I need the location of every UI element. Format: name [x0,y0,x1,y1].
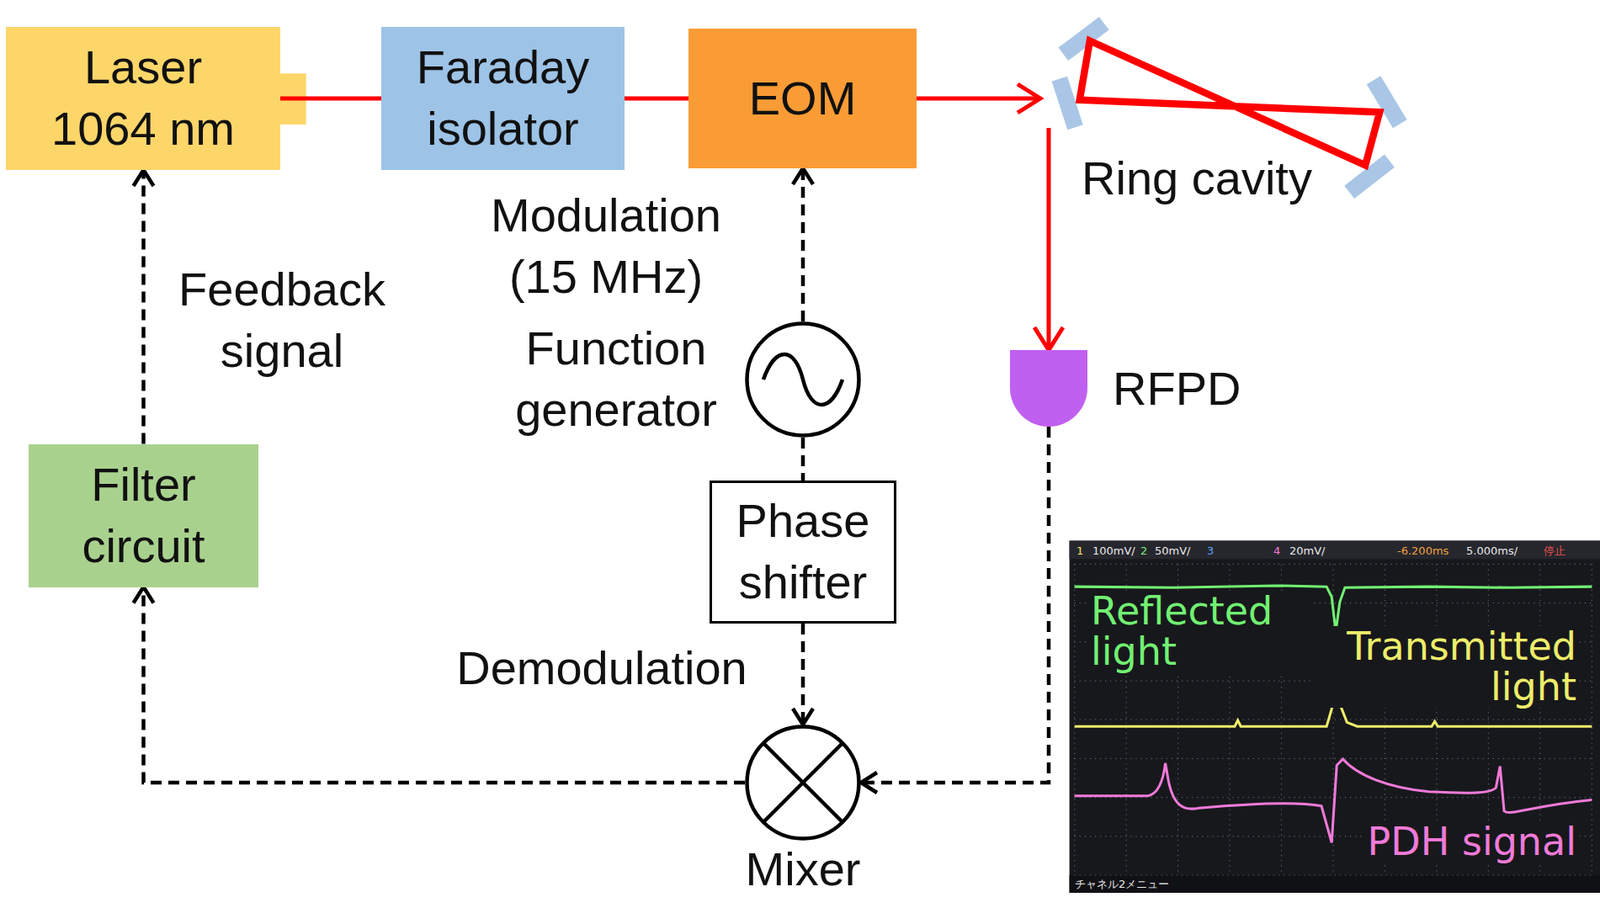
trace-label: Transmitted light [1312,626,1580,708]
filter-box: Filter circuit [28,444,259,588]
cavity-beam [1079,40,1380,165]
signal-line [801,168,806,322]
channel-number: 4 [1273,544,1281,559]
function-generator: Function generator [744,321,862,438]
node-text: Filter circuit [51,454,237,578]
isolator-box: Faraday isolator [381,26,625,171]
mirror [1058,16,1110,61]
node-text: Mixer [745,840,862,898]
oscilloscope-screen [1069,541,1600,894]
run-status: 停止 [1543,544,1566,559]
illustration-group [273,16,1600,894]
node-text: Phase shifter [722,490,883,614]
node-text: Laser 1064 nm [29,37,257,160]
trace-label: Reflected light [1087,590,1313,673]
laser-beam [624,96,689,101]
time-scale: 5.000ms/ [1466,544,1518,559]
trace-label: PDH signal [1364,821,1580,862]
laser-beam [280,96,382,101]
cross-symbol [763,743,843,823]
laser-beam [1047,127,1052,351]
node-text: Function generator [489,318,743,442]
circle-outline [747,727,860,840]
function-generator-symbol [744,321,862,438]
signal-label: Feedback signal [159,259,404,383]
circle-outline [747,324,860,436]
scale-setting: 100mV/ [1092,544,1136,559]
signal-label: Modulation (15 MHz) [462,185,750,309]
eom-box: EOM [688,28,917,169]
screen-top-bar [1069,541,1600,560]
scale-setting: 50mV/ [1154,544,1191,559]
scale-setting: 20mV/ [1289,544,1325,559]
node-text: EOM [749,68,857,130]
sine-symbol [763,354,843,405]
connectors [143,98,1050,783]
signal-line [801,437,806,481]
ring-cavity: Ring cavity [1040,8,1414,128]
signal-label: Demodulation [450,637,754,700]
node-text: Ring cavity [1081,148,1313,210]
mixer: Mixer [744,724,862,841]
photodetector-shape [1009,350,1088,427]
laser-box: Laser 1064 nm [5,26,281,171]
screen-grid [1074,563,1593,876]
photodetector-symbol [1009,350,1088,427]
node-text: Faraday isolator [398,37,609,160]
trigger-delay: -6.200ms [1397,544,1449,559]
node-text: RFPD [1112,357,1241,420]
screen-bottom-bar [1069,875,1600,894]
mixer-symbol [744,724,862,841]
channel-number: 3 [1206,544,1214,559]
photodetector: RFPD [1009,350,1088,427]
menu-text: チャネル2メニュー [1074,877,1170,892]
channel-number: 1 [1076,544,1084,559]
channel-number: 2 [1140,544,1148,559]
mirror [1366,75,1408,128]
laser-beam [916,96,1041,101]
signal-line [141,170,146,445]
signal-line [801,623,806,725]
phase-shifter-box: Phase shifter [709,480,897,624]
